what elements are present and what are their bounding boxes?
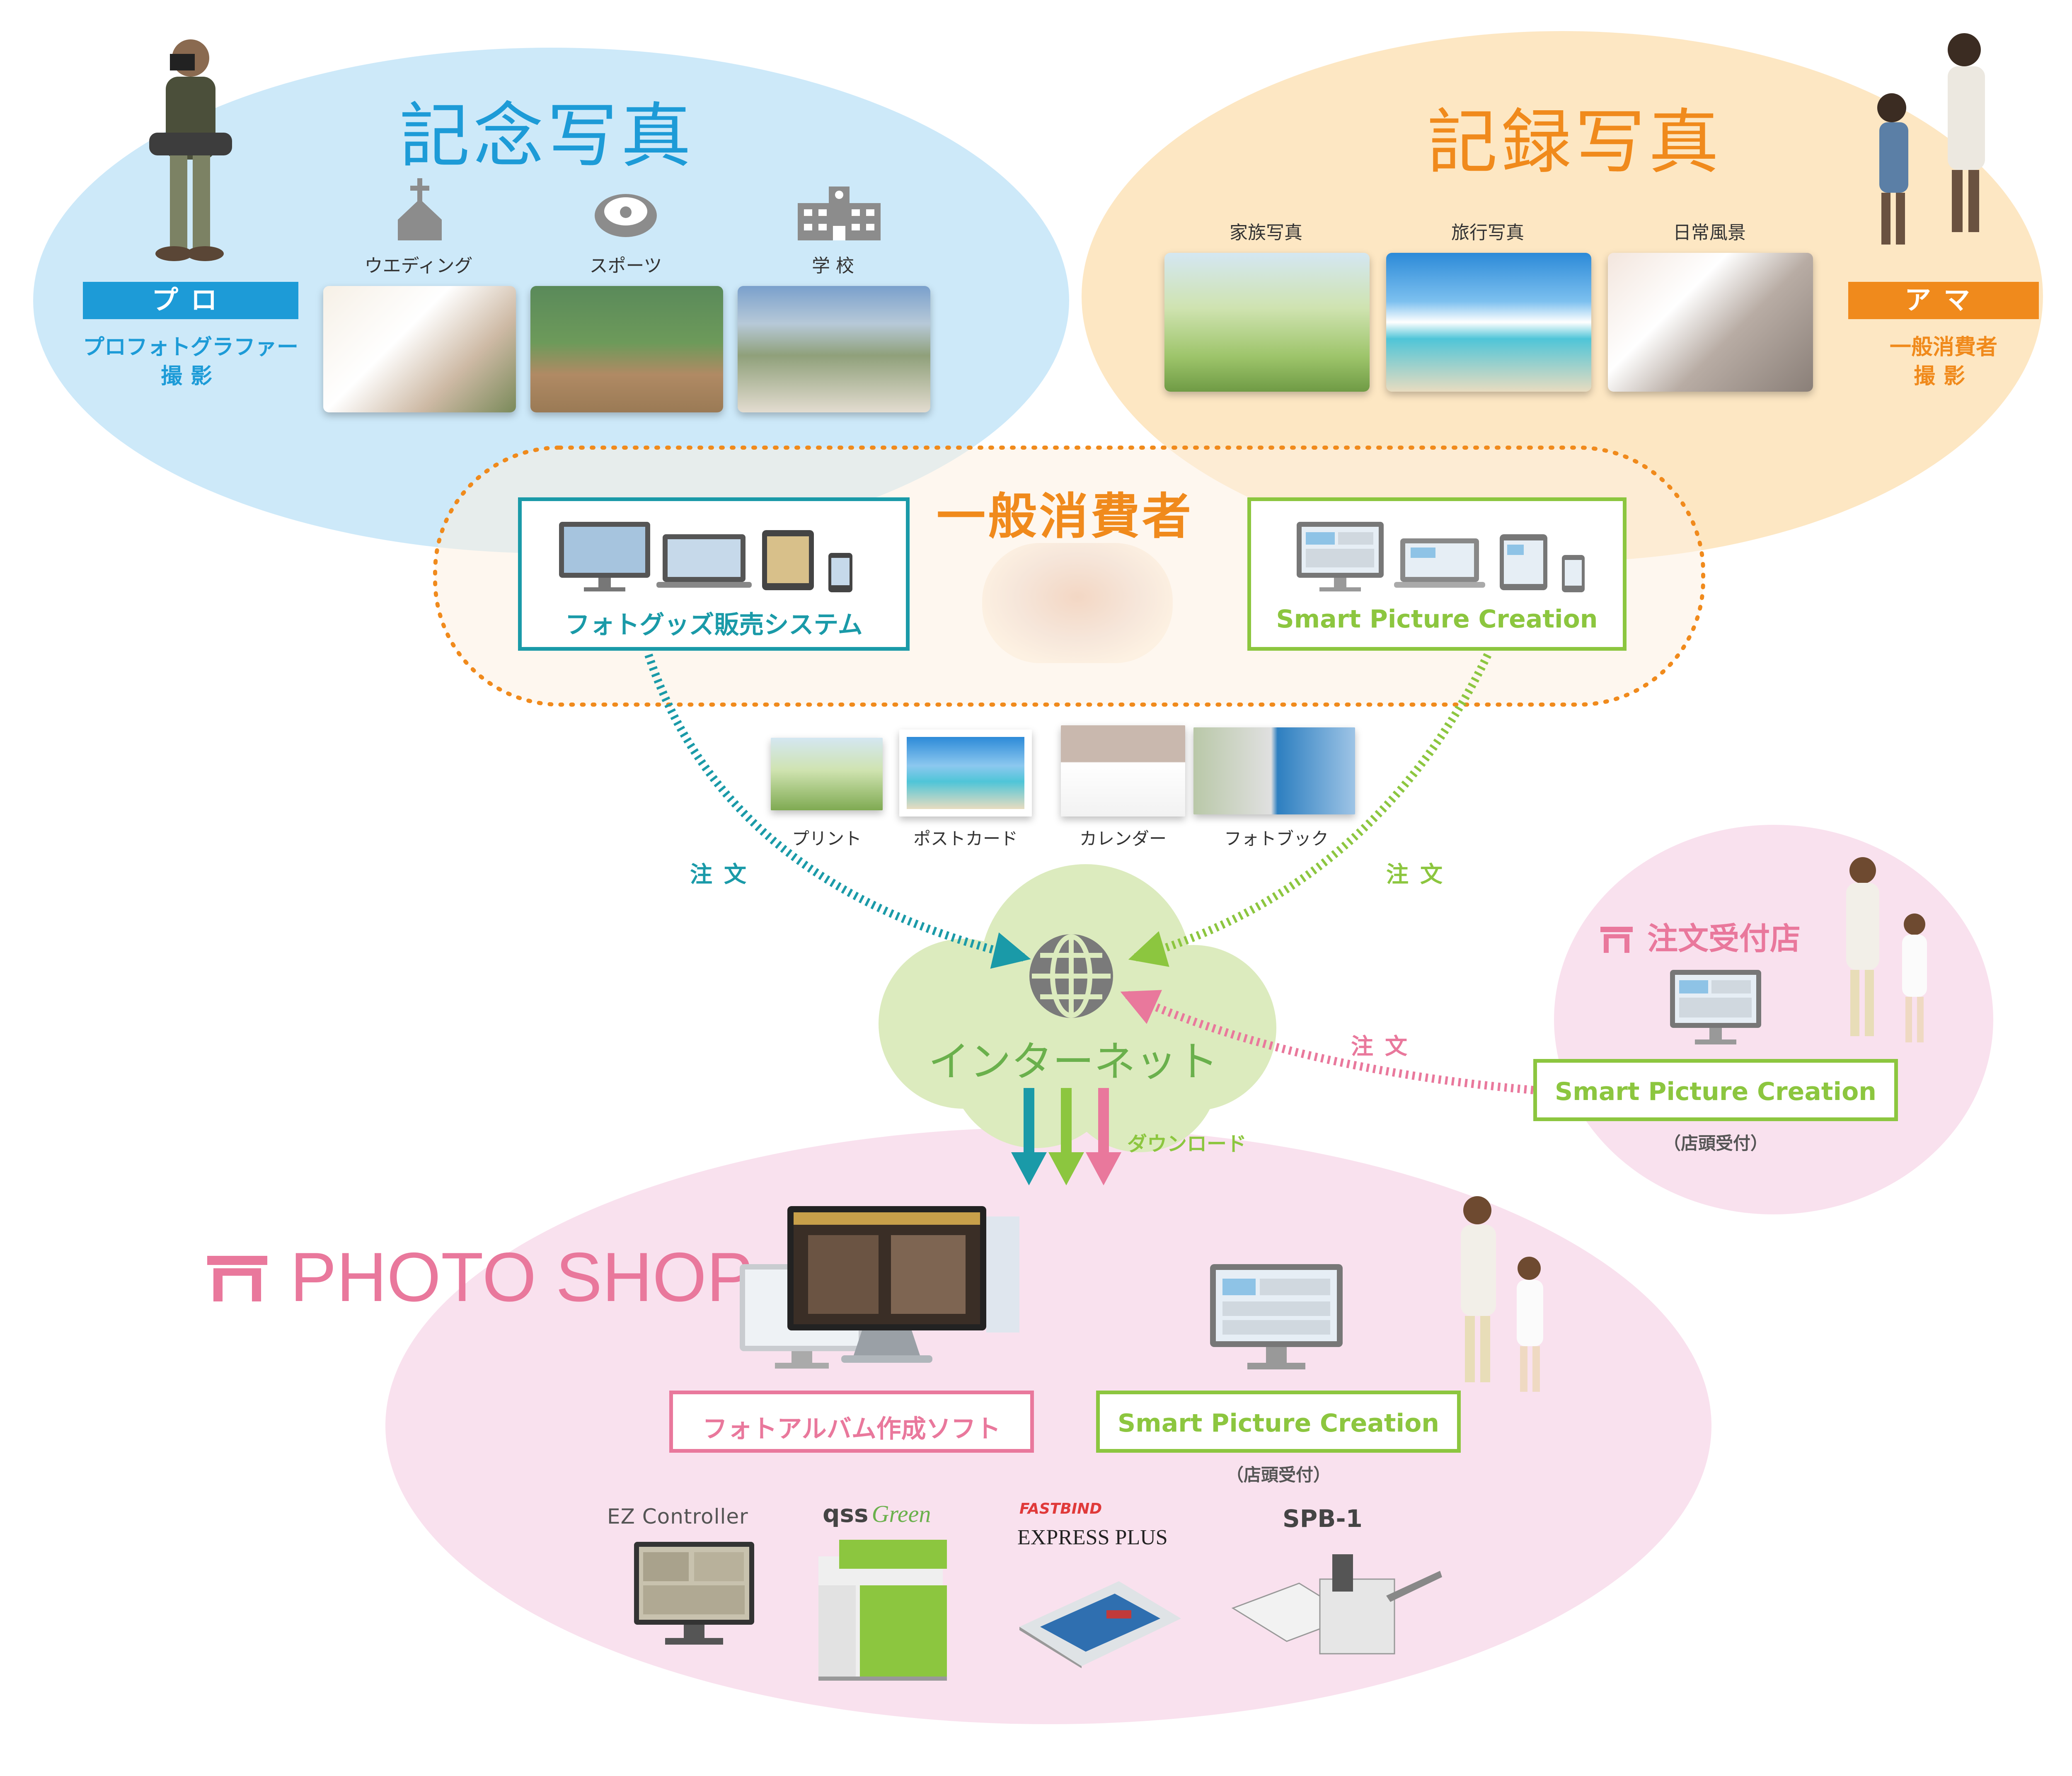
stadium-icon: [595, 194, 657, 237]
photo-sports: [530, 286, 723, 412]
product-label-postcard: ポストカード: [913, 829, 1018, 849]
product-photobook: [1193, 727, 1355, 814]
phone-icon: [1562, 555, 1585, 592]
school-icon: [798, 187, 881, 240]
pro-entity-line1: プロフォトグラファー: [82, 335, 298, 360]
green-logo-text: Green: [871, 1500, 931, 1527]
photo-consumer-family: [982, 543, 1173, 663]
product-postcard: [899, 729, 1032, 817]
photo-shop-note: （店頭受付）: [1226, 1465, 1331, 1485]
express-plus-binder: [1019, 1581, 1181, 1668]
amateur-entity-line2: 撮影: [1913, 364, 1973, 389]
order-shop-region: [1554, 825, 1993, 1214]
photo-wedding: [323, 286, 516, 412]
commemorative-title: 記念写真: [399, 95, 695, 177]
shop-icon: [207, 1256, 267, 1301]
laptop-icon: [656, 534, 752, 588]
monitor-icon: [559, 522, 650, 591]
monitor-icon: [787, 1206, 986, 1363]
photo-shop-title: PHOTO SHOP: [290, 1238, 753, 1316]
download-arrows: [1011, 1088, 1121, 1185]
monitor-icon: [1670, 970, 1761, 1044]
device-icons: [1297, 522, 1585, 592]
goods-system-box[interactable]: フォトグッズ販売システム: [518, 497, 910, 651]
spb1-machine: [1231, 1554, 1442, 1655]
spc-order-shop-box[interactable]: Smart Picture Creation: [1533, 1059, 1898, 1121]
product-label-print: プリント: [792, 829, 862, 849]
spc-consumer-label: Smart Picture Creation: [1276, 605, 1598, 634]
category-label-wedding: ウエディング: [364, 255, 473, 276]
amateur-entity-line1: 一般消費者: [1889, 335, 1997, 360]
order-arrow-goods: [644, 653, 1031, 969]
consumer-title: 一般消費者: [936, 488, 1193, 545]
photo-family: [1164, 253, 1370, 392]
order-arrow-spc: [1128, 653, 1492, 967]
qss-logo-text: qss: [823, 1500, 869, 1528]
phone-icon: [828, 553, 852, 592]
record-title: 記録写真: [1427, 102, 1722, 184]
pro-badge: プロ: [83, 282, 298, 319]
category-label-sports: スポーツ: [589, 255, 662, 276]
category-label-daily: 日常風景: [1673, 222, 1746, 243]
spc-photo-shop-box[interactable]: Smart Picture Creation: [1096, 1391, 1461, 1453]
category-label-travel: 旅行写真: [1451, 222, 1524, 243]
pro-entity-line2: 撮影: [160, 364, 220, 389]
order-label-goods: 注文: [690, 861, 758, 887]
order-shop-note: （店頭受付）: [1663, 1133, 1768, 1153]
order-shop-title: 注文受付店: [1647, 921, 1801, 957]
express-plus-logo: EXPRESS PLUS: [1017, 1526, 1168, 1549]
ez-controller-logo: EZ Controller: [607, 1505, 748, 1529]
laptop-icon: [1394, 538, 1485, 588]
monitor-icon: [1210, 1264, 1343, 1369]
photo-school: [738, 286, 930, 412]
tablet-icon: [762, 530, 814, 590]
globe-icon: [1029, 934, 1113, 1018]
amateur-badge: アマ: [1848, 282, 2039, 319]
photo-travel: [1386, 253, 1591, 392]
spb1-logo: SPB-1: [1283, 1505, 1363, 1533]
album-software-monitors: [740, 1206, 1019, 1369]
category-label-school: 学 校: [812, 255, 854, 276]
photographer-pro: [149, 39, 232, 261]
product-label-calendar: カレンダー: [1079, 829, 1167, 849]
order-label-spc: 注文: [1386, 861, 1454, 887]
order-arrow-shop: [1120, 990, 1534, 1094]
spc-order-shop-label: Smart Picture Creation: [1554, 1077, 1877, 1106]
qss-printer: [818, 1540, 947, 1681]
album-software-label: フォトアルバム作成ソフト: [702, 1415, 1001, 1444]
category-label-family: 家族写真: [1230, 222, 1302, 243]
ez-controller-monitor: [634, 1542, 754, 1645]
people-order-shop: [1846, 857, 1927, 1042]
order-label-shop: 注文: [1351, 1033, 1419, 1059]
tablet-icon: [1500, 534, 1547, 590]
spc-photo-shop-label: Smart Picture Creation: [1117, 1409, 1440, 1438]
church-icon: [398, 178, 442, 240]
device-icons: [559, 522, 852, 592]
people-amateur: [1877, 33, 1985, 245]
product-label-photobook: フォトブック: [1224, 829, 1329, 849]
product-print: [771, 738, 883, 810]
shop-icon: [1600, 927, 1633, 953]
product-calendar: [1061, 725, 1185, 817]
photo-daily: [1608, 253, 1813, 392]
download-label: ダウンロード: [1127, 1132, 1247, 1156]
goods-system-label: フォトグッズ販売システム: [565, 611, 863, 640]
internet-label: インターネット: [928, 1037, 1218, 1086]
monitor-icon: [1297, 522, 1384, 591]
people-photo-shop: [1461, 1196, 1543, 1392]
fastbind-logo: FASTBIND: [1019, 1500, 1102, 1517]
spc-consumer-box[interactable]: Smart Picture Creation: [1247, 497, 1627, 651]
album-software-box[interactable]: フォトアルバム作成ソフト: [669, 1391, 1034, 1453]
